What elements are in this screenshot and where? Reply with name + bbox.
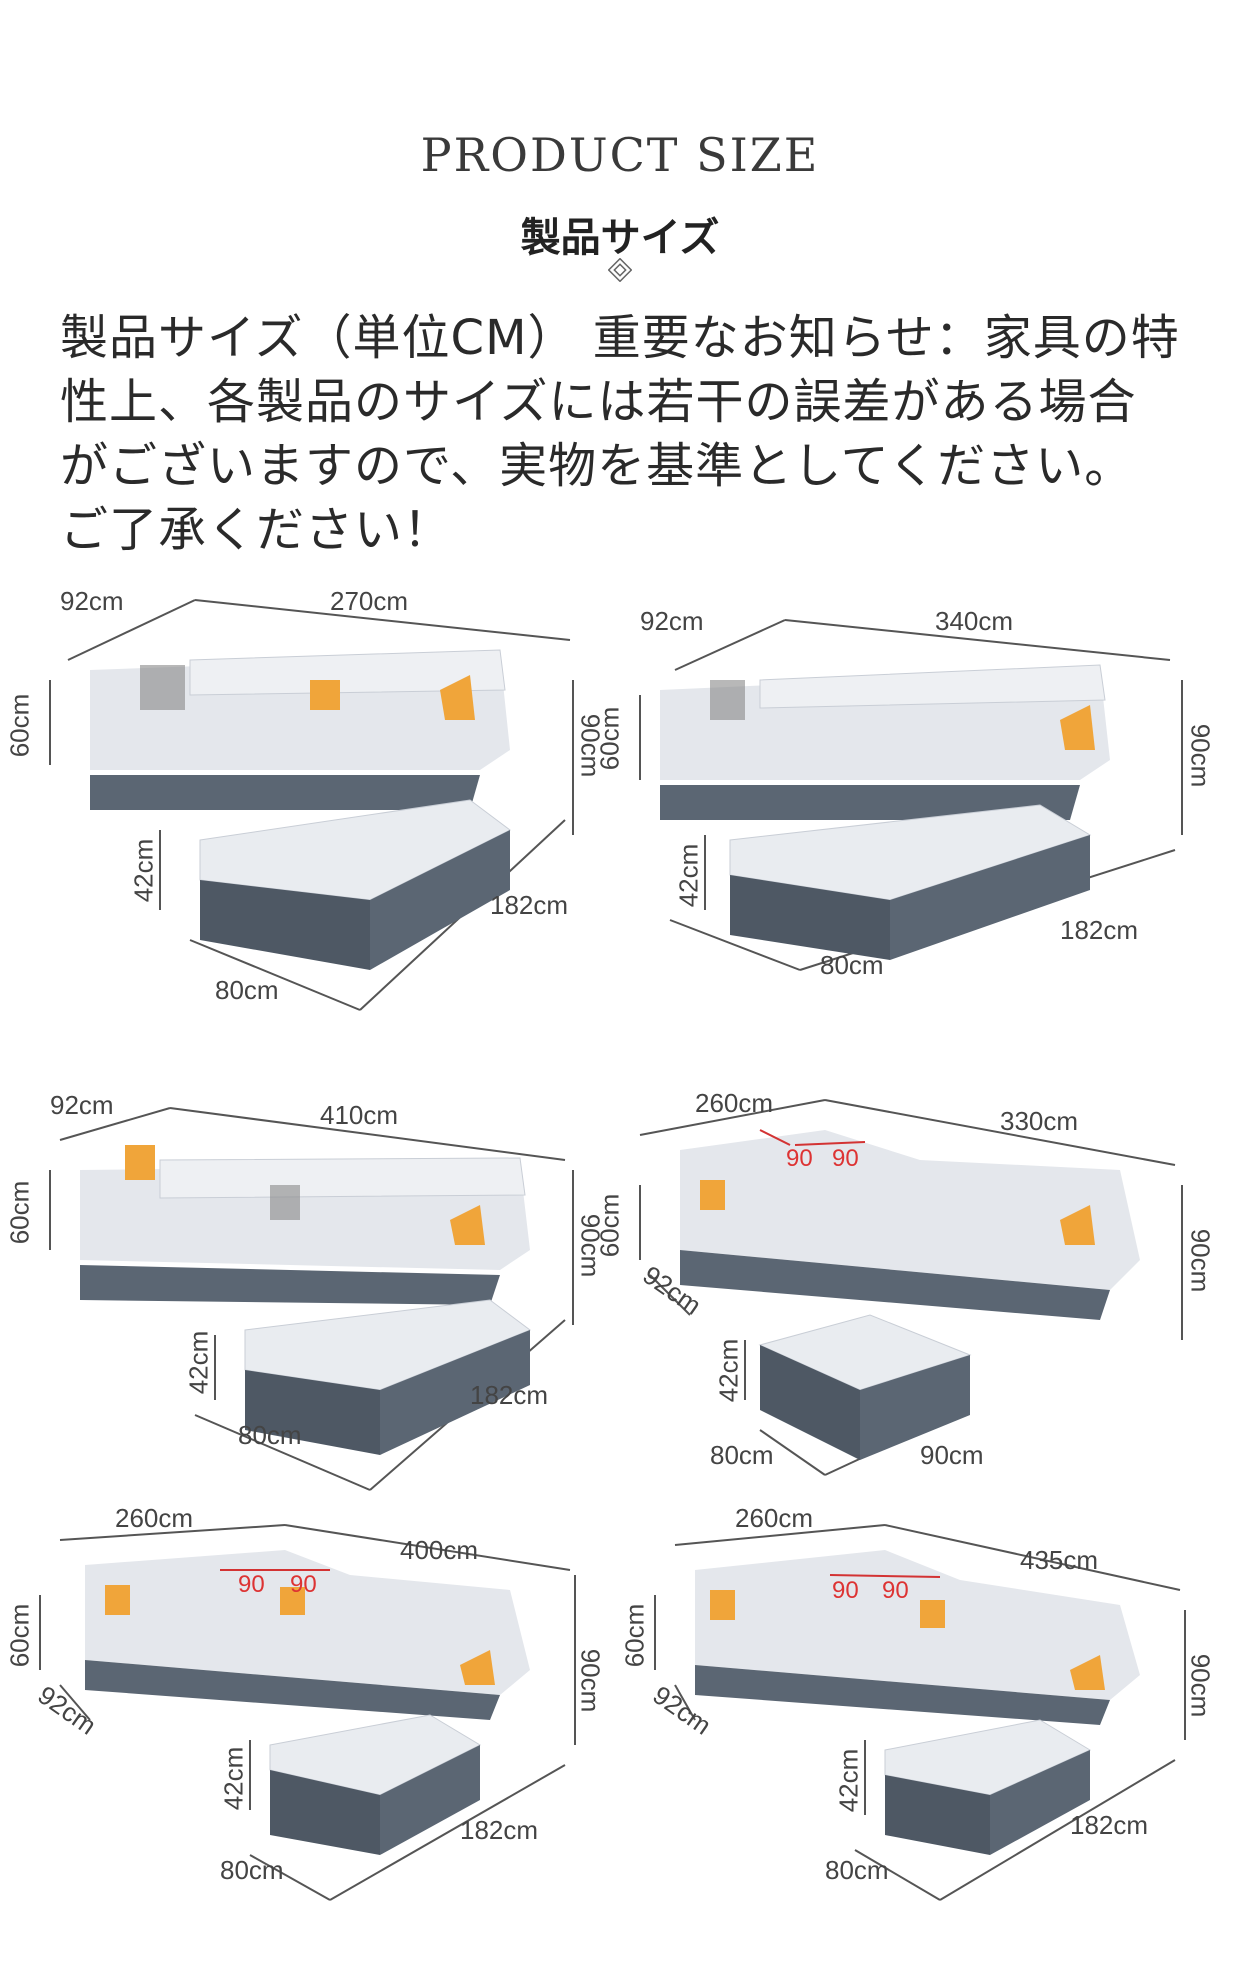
dim-ottoman-b: 90cm xyxy=(920,1440,984,1470)
dim-depth: 92cm xyxy=(60,586,124,616)
sofa-panel-5: 260cm 400cm 90 90 60cm 90cm 92cm 42cm 18… xyxy=(0,1495,620,1975)
l-shape-sofa-illustration xyxy=(639,619,1183,971)
sofa-panel-1: 92cm 270cm 60cm 90cm 42cm 182cm 80cm xyxy=(0,570,620,1050)
dim-left-width: 260cm xyxy=(115,1503,194,1533)
dim-width: 410cm xyxy=(320,1100,399,1130)
l-shape-sofa-illustration xyxy=(49,599,574,1011)
dim-chaise-width: 80cm xyxy=(220,1855,284,1885)
dim-seat: 42cm xyxy=(673,843,704,908)
dim-width: 270cm xyxy=(330,586,409,616)
dim-seat: 42cm xyxy=(713,1338,744,1403)
dim-height: 90cm xyxy=(1185,1228,1216,1293)
sofa-panel-4: 260cm 330cm 90 90 60cm 90cm 92cm 42cm 80… xyxy=(594,1070,1240,1550)
dim-chaise-length: 182cm xyxy=(1060,915,1139,945)
angle-marker-a: 90 xyxy=(238,1571,265,1598)
sofa-panel-2: 92cm 340cm 60cm 90cm 42cm 182cm 80cm xyxy=(594,590,1240,1070)
u-shape-sofa-illustration xyxy=(654,1524,1186,1901)
dim-chaise-width: 80cm xyxy=(238,1420,302,1450)
sofa-panel-3: 92cm 410cm 60cm 90cm 42cm 182cm 80cm xyxy=(0,1080,620,1560)
dim-ottoman-a: 80cm xyxy=(710,1440,774,1470)
dim-right-width: 435cm xyxy=(1020,1545,1099,1575)
dim-chaise-width: 80cm xyxy=(215,975,279,1005)
size-notice: 製品サイズ（単位CM） 重要なお知らせ：家具の特性上、各製品のサイズには若干の誤… xyxy=(60,310,1180,558)
u-shape-sofa-illustration xyxy=(639,1099,1183,1476)
dim-seat: 42cm xyxy=(128,838,159,903)
dim-right-width: 330cm xyxy=(1000,1106,1079,1136)
dim-width: 340cm xyxy=(935,606,1014,636)
angle-marker-a: 90 xyxy=(832,1577,859,1604)
dim-back: 60cm xyxy=(619,1603,650,1668)
angle-marker-a: 90 xyxy=(786,1145,813,1172)
sofa-panel-6: 260cm 435cm 90 90 60cm 90cm 92cm 42cm 18… xyxy=(619,1495,1240,1975)
angle-marker-b: 90 xyxy=(290,1571,317,1598)
dim-chaise-width: 80cm xyxy=(825,1855,889,1885)
dim-chaise-width: 80cm xyxy=(820,950,884,980)
dim-chaise-length: 182cm xyxy=(1070,1810,1149,1840)
dim-depth: 92cm xyxy=(50,1090,114,1120)
dim-seat: 42cm xyxy=(183,1330,214,1395)
u-shape-sofa-illustration xyxy=(39,1524,576,1901)
angle-marker-b: 90 xyxy=(882,1577,909,1604)
dim-back: 60cm xyxy=(4,1180,35,1245)
dim-left-width: 260cm xyxy=(695,1088,774,1118)
dim-seat: 42cm xyxy=(833,1748,864,1813)
dim-depth: 92cm xyxy=(640,606,704,636)
dim-chaise-length: 182cm xyxy=(490,890,569,920)
dim-back: 60cm xyxy=(4,693,35,758)
dim-chaise-length: 182cm xyxy=(460,1815,539,1845)
dim-right-width: 400cm xyxy=(400,1535,479,1565)
dim-left-width: 260cm xyxy=(735,1503,814,1533)
dim-back: 60cm xyxy=(594,1193,625,1258)
dim-seat: 42cm xyxy=(218,1746,249,1811)
title-jp: 製品サイズ xyxy=(520,215,720,261)
title-en: PRODUCT SIZE xyxy=(420,128,820,182)
l-shape-sofa-illustration xyxy=(49,1107,574,1491)
dim-height: 90cm xyxy=(1185,723,1216,788)
dim-back: 60cm xyxy=(594,706,625,771)
angle-marker-b: 90 xyxy=(832,1145,859,1172)
dim-height: 90cm xyxy=(1185,1653,1216,1718)
dim-back: 60cm xyxy=(4,1603,35,1668)
diamond-ornament-icon xyxy=(608,258,632,282)
dim-height: 90cm xyxy=(575,1648,606,1713)
dim-chaise-length: 182cm xyxy=(470,1380,549,1410)
